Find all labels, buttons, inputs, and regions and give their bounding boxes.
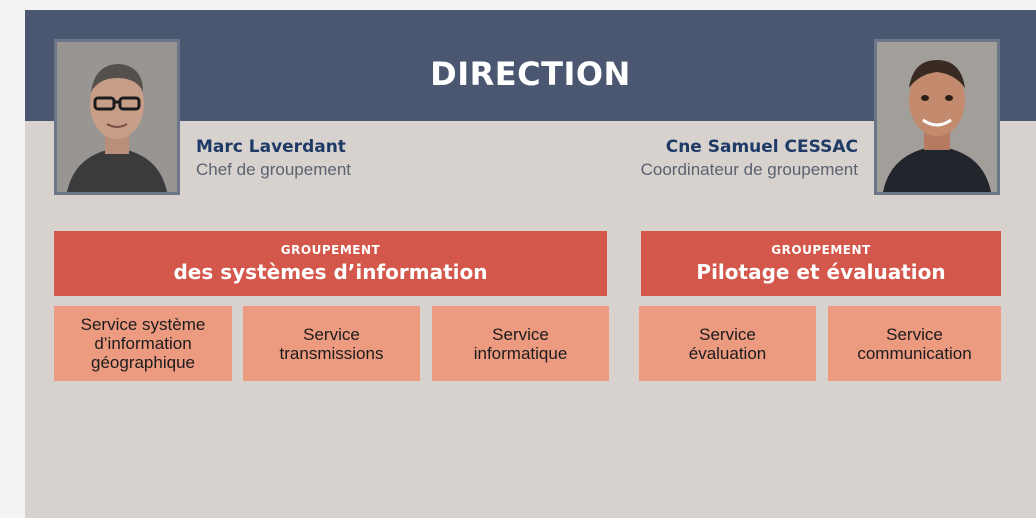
group-kicker: GROUPEMENT [280, 243, 381, 257]
person-role-left: Chef de groupement [196, 160, 351, 179]
service-transmissions: Service transmissions [243, 306, 420, 381]
group-name: des systèmes d’information [173, 260, 488, 284]
person-role-right: Coordinateur de groupement [640, 160, 858, 179]
service-informatique: Service informatique [432, 306, 609, 381]
service-sig: Service système d’information géographiq… [54, 306, 232, 381]
group-pilotage-evaluation: GROUPEMENT Pilotage et évaluation [641, 231, 1001, 296]
direction-header: DIRECTION [25, 10, 1036, 121]
service-evaluation: Service évaluation [639, 306, 816, 381]
portrait-icon [877, 42, 997, 192]
group-kicker: GROUPEMENT [771, 243, 871, 257]
group-name: Pilotage et évaluation [696, 260, 946, 284]
person-name-right: Cne Samuel CESSAC [665, 137, 858, 157]
service-communication: Service communication [828, 306, 1001, 381]
person-name-left: Marc Laverdant [196, 137, 346, 157]
group-systemes-information: GROUPEMENT des systèmes d’information [54, 231, 607, 296]
header-title: DIRECTION [430, 55, 631, 93]
photo-marc-laverdant [54, 39, 180, 195]
photo-samuel-cessac [874, 39, 1000, 195]
portrait-icon [57, 42, 177, 192]
